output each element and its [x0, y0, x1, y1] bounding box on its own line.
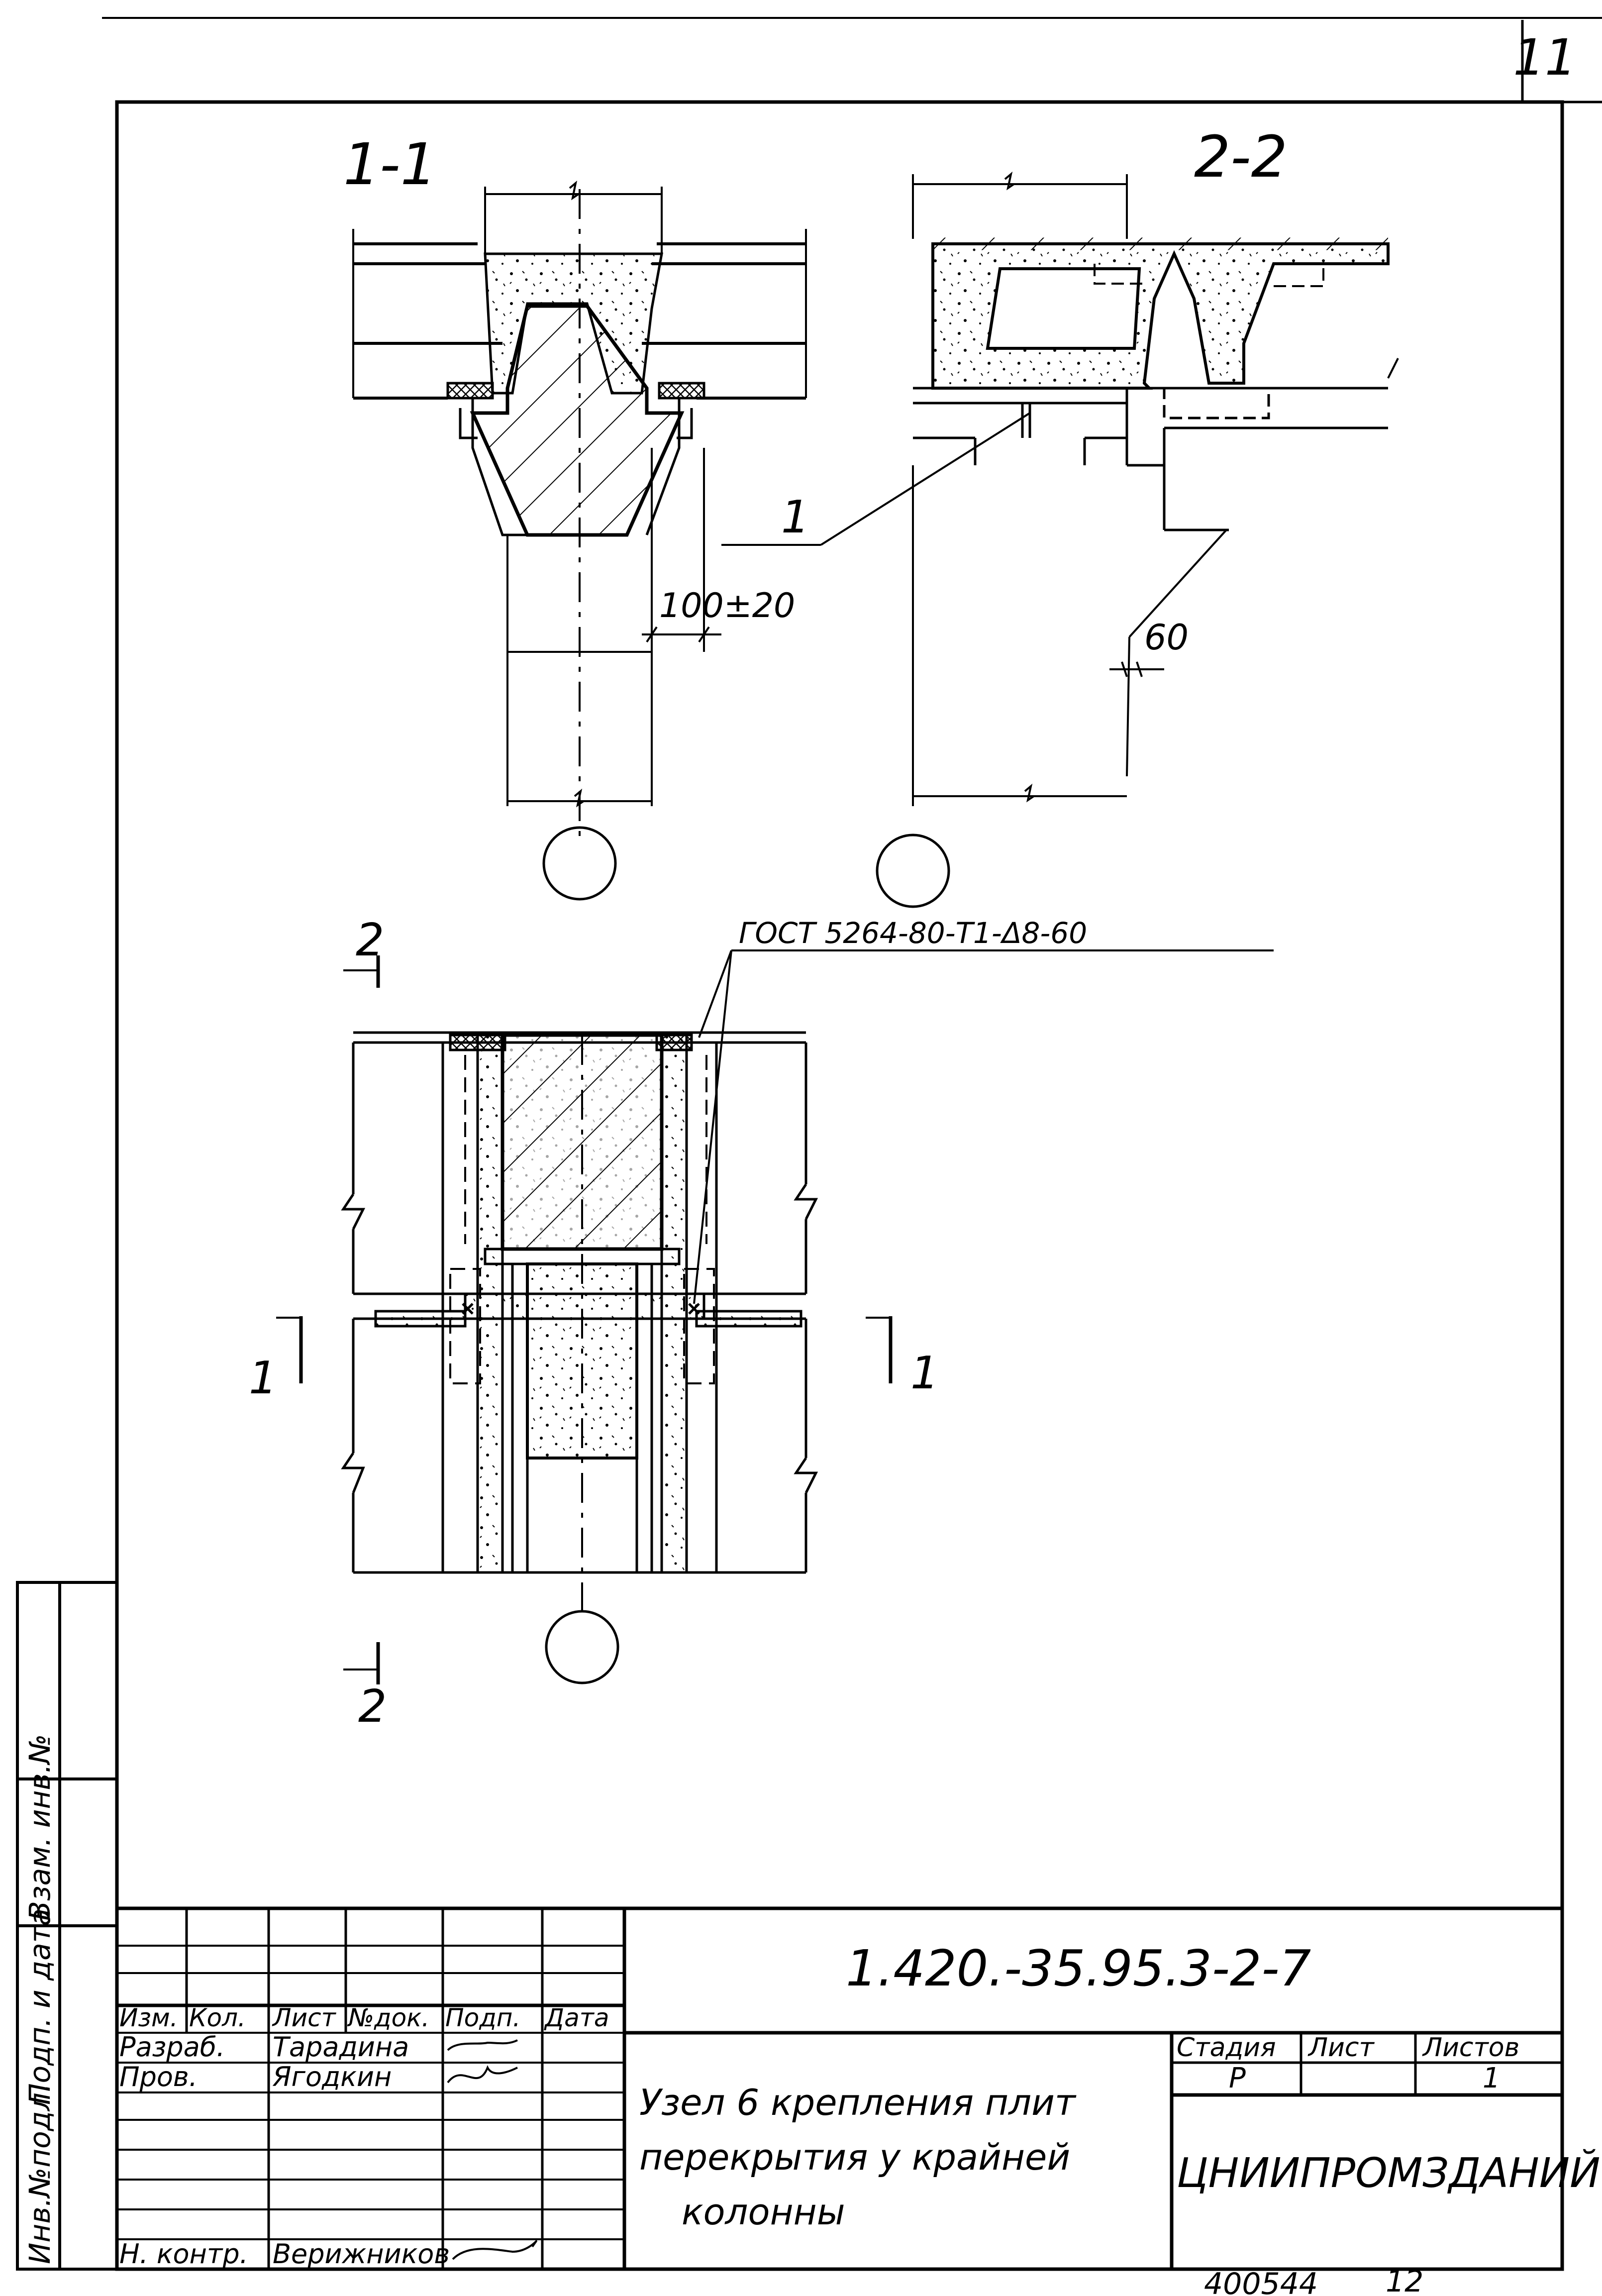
col-data: Дата: [544, 2003, 609, 2032]
section-1-1-title: 1-1: [343, 131, 437, 198]
side-stamp: [16, 1581, 118, 2271]
col-izm: Изм.: [119, 2003, 178, 2032]
nkontr-label: Н. контр.: [119, 2238, 248, 2270]
column-head-1: [470, 304, 685, 537]
gost-weld-note: ГОСТ 5264-80-Т1-Δ8-60: [739, 916, 1087, 950]
col-list: Лист: [272, 2003, 337, 2032]
prov-name: Ягодкин: [272, 2061, 392, 2092]
title-line-3: колонны: [682, 2191, 845, 2233]
document-code: 1.420.-35.95.3-2-7: [846, 1939, 1311, 1997]
dimension-60-label: 60: [1144, 617, 1189, 658]
leader-1-label: 1: [781, 491, 809, 543]
stamp-vzam-inv: Взам. инв.№: [23, 1734, 57, 1921]
title-block: [117, 1906, 1562, 2269]
section-1-1: 1-1: [343, 131, 807, 901]
stadia-label: Стадия: [1177, 2033, 1276, 2063]
section-2-2: 2-2: [721, 124, 1399, 908]
slab-void: [986, 267, 1141, 350]
col-kol: Кол.: [189, 2003, 246, 2032]
listov-label: Листов: [1422, 2033, 1519, 2063]
signatures: [447, 2039, 537, 2260]
list-label: Лист: [1307, 2033, 1375, 2063]
sheet-number: 11: [1513, 28, 1576, 87]
title-line-2: перекрытия у крайней: [639, 2136, 1070, 2178]
axis-marker-1-1: [542, 826, 617, 901]
plan-view: 2 2 1 1: [249, 914, 1274, 1733]
prov-label: Пров.: [119, 2061, 198, 2092]
stamp-inv-podl: Инв.№подл.: [23, 2084, 57, 2264]
listov-value: 1: [1483, 2062, 1501, 2094]
col-podp: Подп.: [445, 2003, 520, 2032]
archive-number: 400544: [1204, 2267, 1318, 2296]
stadia-value: Р: [1229, 2062, 1246, 2094]
section-2-2-title: 2-2: [1194, 124, 1288, 191]
cut-2-top: 2: [356, 914, 384, 966]
dimension-gap-label: 100±20: [659, 586, 795, 626]
cut-2-bottom: 2: [358, 1680, 387, 1733]
nkontr-name: Верижников: [273, 2238, 450, 2270]
col-ndok: №док.: [347, 2003, 429, 2032]
title-line-1: Узел 6 крепления плит: [639, 2082, 1077, 2123]
axis-marker-2-2: [876, 834, 950, 908]
cut-1-right: 1: [910, 1347, 939, 1399]
axis-marker-plan: [545, 1610, 619, 1684]
sheet-frame: [102, 17, 1602, 2271]
organization: ЦНИИПРОМЗДАНИЙ: [1177, 2149, 1600, 2197]
razrab-name: Тарадина: [273, 2031, 409, 2063]
archive-sheet: 12: [1386, 2264, 1423, 2296]
cut-1-left: 1: [249, 1352, 277, 1404]
stamp-podp-data: Подп. и дата: [23, 1908, 57, 2105]
razrab-label: Разраб.: [119, 2031, 225, 2063]
